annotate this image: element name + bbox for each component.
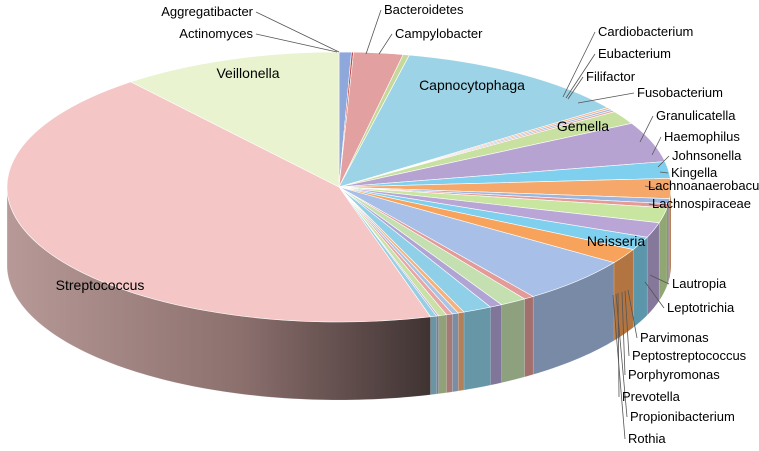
wall-lautropia bbox=[524, 296, 534, 378]
leader-johnsonella bbox=[657, 155, 670, 168]
leader-campylobacter bbox=[378, 33, 393, 55]
label-streptococcus: Streptococcus bbox=[56, 277, 145, 293]
label-gemella: Gemella bbox=[557, 118, 609, 134]
leader-leptotrichia bbox=[644, 281, 665, 309]
wall-parvimonas bbox=[457, 311, 465, 392]
label-kingella: Kingella bbox=[671, 165, 718, 180]
leader-filifactor bbox=[567, 76, 584, 100]
wall-peptostreptococcus bbox=[452, 312, 459, 393]
label-peptostreptococcus: Peptostreptococcus bbox=[632, 348, 747, 363]
leader-cardiobacterium bbox=[562, 31, 596, 98]
wall-lachnoanaerobaculum bbox=[658, 207, 668, 302]
leader-eubacterium bbox=[565, 53, 596, 99]
label-prevotella: Prevotella bbox=[622, 389, 681, 404]
label-rothia: Rothia bbox=[628, 431, 666, 446]
leader-rothia bbox=[612, 294, 626, 440]
leader-porphyromonas bbox=[621, 291, 626, 376]
leader-prevotella bbox=[617, 292, 620, 398]
slice-streptococcus bbox=[6, 81, 432, 323]
wall-slice-22 bbox=[463, 306, 491, 391]
pie-side-walls bbox=[6, 187, 672, 401]
pie-top-faces bbox=[6, 51, 672, 323]
wall-prevotella bbox=[438, 314, 447, 395]
label-actinomyces: Actinomyces bbox=[179, 26, 253, 41]
leader-kingella bbox=[659, 171, 669, 174]
wall-leptotrichia bbox=[501, 298, 525, 383]
slice-labels: Actinomyces Aggregatibacter BacteroidetesC… bbox=[56, 2, 759, 446]
label-capnocytophaga: Capnocytophaga bbox=[419, 77, 525, 93]
wall-slice-21 bbox=[490, 304, 502, 386]
wall-lachnospiraceae bbox=[646, 222, 660, 316]
leader-lachnospiraceae bbox=[648, 203, 669, 209]
label-veillonella: Veillonella bbox=[216, 65, 279, 81]
leader-actinomyces bbox=[255, 33, 338, 53]
label-propionibacterium: Propionibacterium bbox=[630, 409, 735, 424]
label-lautropia: Lautropia bbox=[672, 276, 727, 291]
label-bacteroidetes: Bacteroidetes bbox=[384, 2, 464, 17]
slice-capnocytophaga bbox=[338, 54, 609, 188]
leader-peptostreptococcus bbox=[624, 290, 630, 357]
label-leader-lines bbox=[255, 9, 670, 440]
leader-aggregatibacter bbox=[255, 11, 340, 53]
wall-propionibacterium bbox=[436, 315, 439, 395]
leader-granulicatella bbox=[639, 115, 654, 143]
label-haemophilus: Haemophilus bbox=[664, 129, 740, 144]
wall-rothia bbox=[430, 315, 437, 395]
wall-porphyromonas bbox=[446, 313, 453, 393]
label-leptotrichia: Leptotrichia bbox=[667, 300, 735, 315]
label-johnsonella: Johnsonella bbox=[672, 148, 742, 163]
label-neisseria: Neisseria bbox=[587, 233, 646, 249]
label-campylobacter: Campylobacter bbox=[395, 26, 483, 41]
label-porphyromonas: Porphyromonas bbox=[628, 367, 720, 382]
slice-veillonella bbox=[129, 51, 340, 188]
leader-lautropia bbox=[649, 274, 670, 285]
label-lachnoanaerobaculum: Lachnoanaerobaculum bbox=[648, 178, 759, 193]
label-parvimonas: Parvimonas bbox=[640, 330, 709, 345]
leader-haemophilus bbox=[651, 136, 662, 156]
label-eubacterium: Eubacterium bbox=[598, 46, 671, 61]
leader-bacteroidetes bbox=[365, 9, 382, 55]
label-lachnospiraceae: Lachnospiraceae bbox=[652, 196, 751, 211]
label-granulicatella: Granulicatella bbox=[656, 108, 736, 123]
leader-propionibacterium bbox=[615, 293, 628, 418]
label-aggregatibacter: Aggregatibacter bbox=[161, 4, 253, 19]
wall-kingella bbox=[666, 203, 669, 286]
label-filifactor: Filifactor bbox=[586, 69, 636, 84]
leader-fusobacterium bbox=[577, 92, 635, 104]
leader-parvimonas bbox=[627, 289, 638, 339]
leader-lachnoanaerobaculum bbox=[644, 185, 664, 191]
label-fusobacterium: Fusobacterium bbox=[637, 85, 723, 100]
label-cardiobacterium: Cardiobacterium bbox=[598, 24, 693, 39]
